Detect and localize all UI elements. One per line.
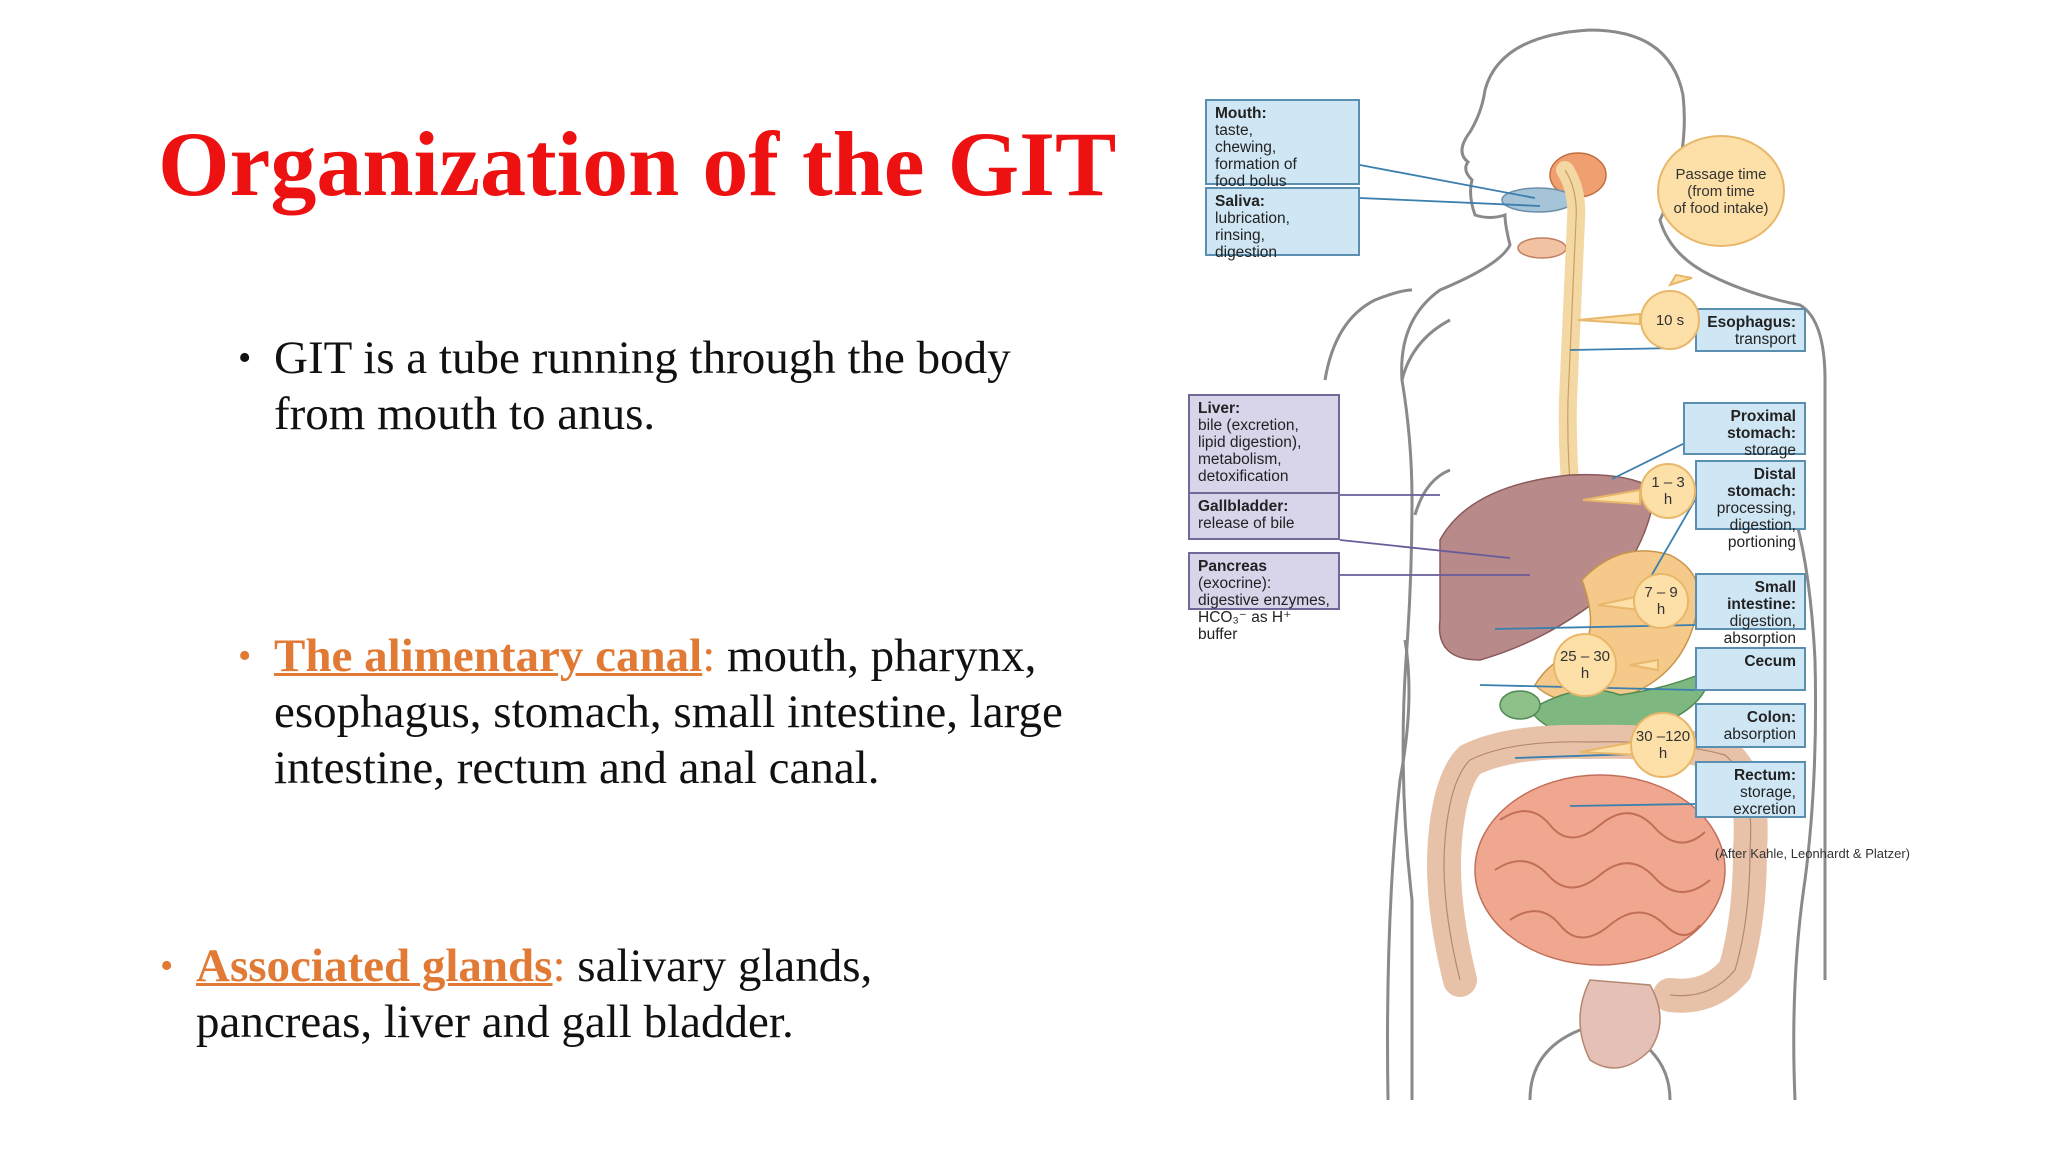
label-mouth-text: taste, chewing, formation of food bolus xyxy=(1215,122,1297,190)
gallbladder xyxy=(1499,690,1541,720)
leader-lines-purple xyxy=(1339,494,1530,576)
label-mouth-title: Mouth: xyxy=(1215,105,1267,122)
small-intestine xyxy=(1474,774,1726,966)
label-distal-stomach-text: processing, digestion, portioning xyxy=(1716,500,1796,551)
label-liver-text: bile (excretion, lipid digestion), metab… xyxy=(1198,417,1302,485)
timer-small-intestine: 7 – 9 h xyxy=(1633,573,1689,629)
timer-pointers xyxy=(1577,273,1693,757)
label-saliva-text: lubrication, rinsing, digestion xyxy=(1215,210,1290,261)
bullet-term: Associated glands xyxy=(196,940,553,992)
passage-time-callout: Passage time (from time of food intake) xyxy=(1657,135,1785,247)
timer-cecum: 25 – 30 h xyxy=(1553,633,1617,697)
label-gallbladder: Gallbladder: release of bile xyxy=(1188,492,1340,540)
bullet-glyph: • xyxy=(238,635,252,677)
rectum xyxy=(1579,979,1661,1069)
label-small-intestine: Small intestine: digestion, absorption xyxy=(1695,573,1806,647)
label-pancreas-text: digestive enzymes, HCO₃⁻ as H⁺ buffer xyxy=(1198,592,1330,643)
label-rectum-title: Rectum: xyxy=(1733,767,1796,784)
label-colon-title: Colon: xyxy=(1746,709,1796,726)
label-mouth: Mouth: taste, chewing, formation of food… xyxy=(1205,99,1360,190)
label-proximal-stomach-text: storage xyxy=(1744,442,1796,459)
slide-title: Organization of the GIT xyxy=(158,113,1117,215)
bullet-text: salivary glands, pancreas, liver and gal… xyxy=(196,940,873,1048)
body-outline-waist xyxy=(1386,639,1411,1101)
liver xyxy=(1438,473,1656,661)
bullet-text: mouth, pharynx, esophagus, stomach, smal… xyxy=(274,630,1063,794)
label-colon: Colon: absorption xyxy=(1695,703,1806,748)
label-distal-stomach: Distal stomach: processing, digestion, p… xyxy=(1695,460,1806,551)
body-outline-right-inner xyxy=(1788,499,1818,1101)
timer-colon: 30 –120 h xyxy=(1630,712,1696,778)
bullet-glyph: • xyxy=(238,337,252,379)
label-distal-stomach-title: Distal stomach: xyxy=(1727,466,1796,500)
label-gallbladder-text: release of bile xyxy=(1198,515,1295,532)
figure-credit: (After Kahle, Leonhardt & Platzer) xyxy=(1714,846,1910,861)
label-gallbladder-title: Gallbladder: xyxy=(1198,498,1289,515)
label-rectum-text: storage, excretion xyxy=(1733,784,1796,818)
body-outline-inner-left xyxy=(1400,318,1451,381)
label-rectum: Rectum: storage, excretion xyxy=(1695,761,1806,818)
label-esophagus: Esophagus: transport xyxy=(1695,308,1806,352)
bullet-associated-glands: • Associated glands: salivary glands, pa… xyxy=(160,938,996,1050)
bullet-text: GIT is a tube running through the body f… xyxy=(274,332,1011,440)
label-small-intestine-title: Small intestine: xyxy=(1727,579,1796,613)
label-cecum-title: Cecum xyxy=(1744,653,1796,670)
bullet-git-tube: • GIT is a tube running through the body… xyxy=(238,330,1074,442)
label-esophagus-title: Esophagus: xyxy=(1707,314,1796,331)
label-liver: Liver: bile (excretion, lipid digestion)… xyxy=(1188,394,1340,497)
bullet-colon: : xyxy=(552,940,566,992)
label-pancreas-title: Pancreas xyxy=(1198,558,1267,575)
label-cecum: Cecum xyxy=(1695,647,1806,691)
label-liver-title: Liver: xyxy=(1198,400,1241,417)
label-saliva: Saliva: lubrication, rinsing, digestion xyxy=(1205,187,1360,261)
label-small-intestine-text: digestion, absorption xyxy=(1723,613,1796,647)
bullet-term: The alimentary canal xyxy=(274,630,703,682)
oral-cavity xyxy=(1501,187,1575,213)
bullet-alimentary-canal: • The alimentary canal: mouth, pharynx, … xyxy=(238,628,1094,796)
label-proximal-stomach: Proximal stomach: storage xyxy=(1683,402,1806,459)
label-pancreas-suffix: (exocrine): xyxy=(1198,575,1272,592)
bullet-glyph: • xyxy=(160,945,174,987)
git-diagram: Mouth: taste, chewing, formation of food… xyxy=(1150,20,1930,1140)
label-colon-text: absorption xyxy=(1723,726,1796,743)
timer-stomach: 1 – 3 h xyxy=(1640,463,1696,519)
timer-esophagus: 10 s xyxy=(1640,290,1700,350)
tongue xyxy=(1517,237,1567,259)
label-pancreas: Pancreas (exocrine): digestive enzymes, … xyxy=(1188,552,1340,643)
label-saliva-title: Saliva: xyxy=(1215,193,1265,210)
body-outline xyxy=(1400,28,1827,1100)
label-proximal-stomach-title: Proximal stomach: xyxy=(1727,408,1796,442)
label-esophagus-text: transport xyxy=(1734,331,1796,348)
body-outline-left-arm xyxy=(1323,288,1413,381)
bullet-colon: : xyxy=(702,630,716,682)
